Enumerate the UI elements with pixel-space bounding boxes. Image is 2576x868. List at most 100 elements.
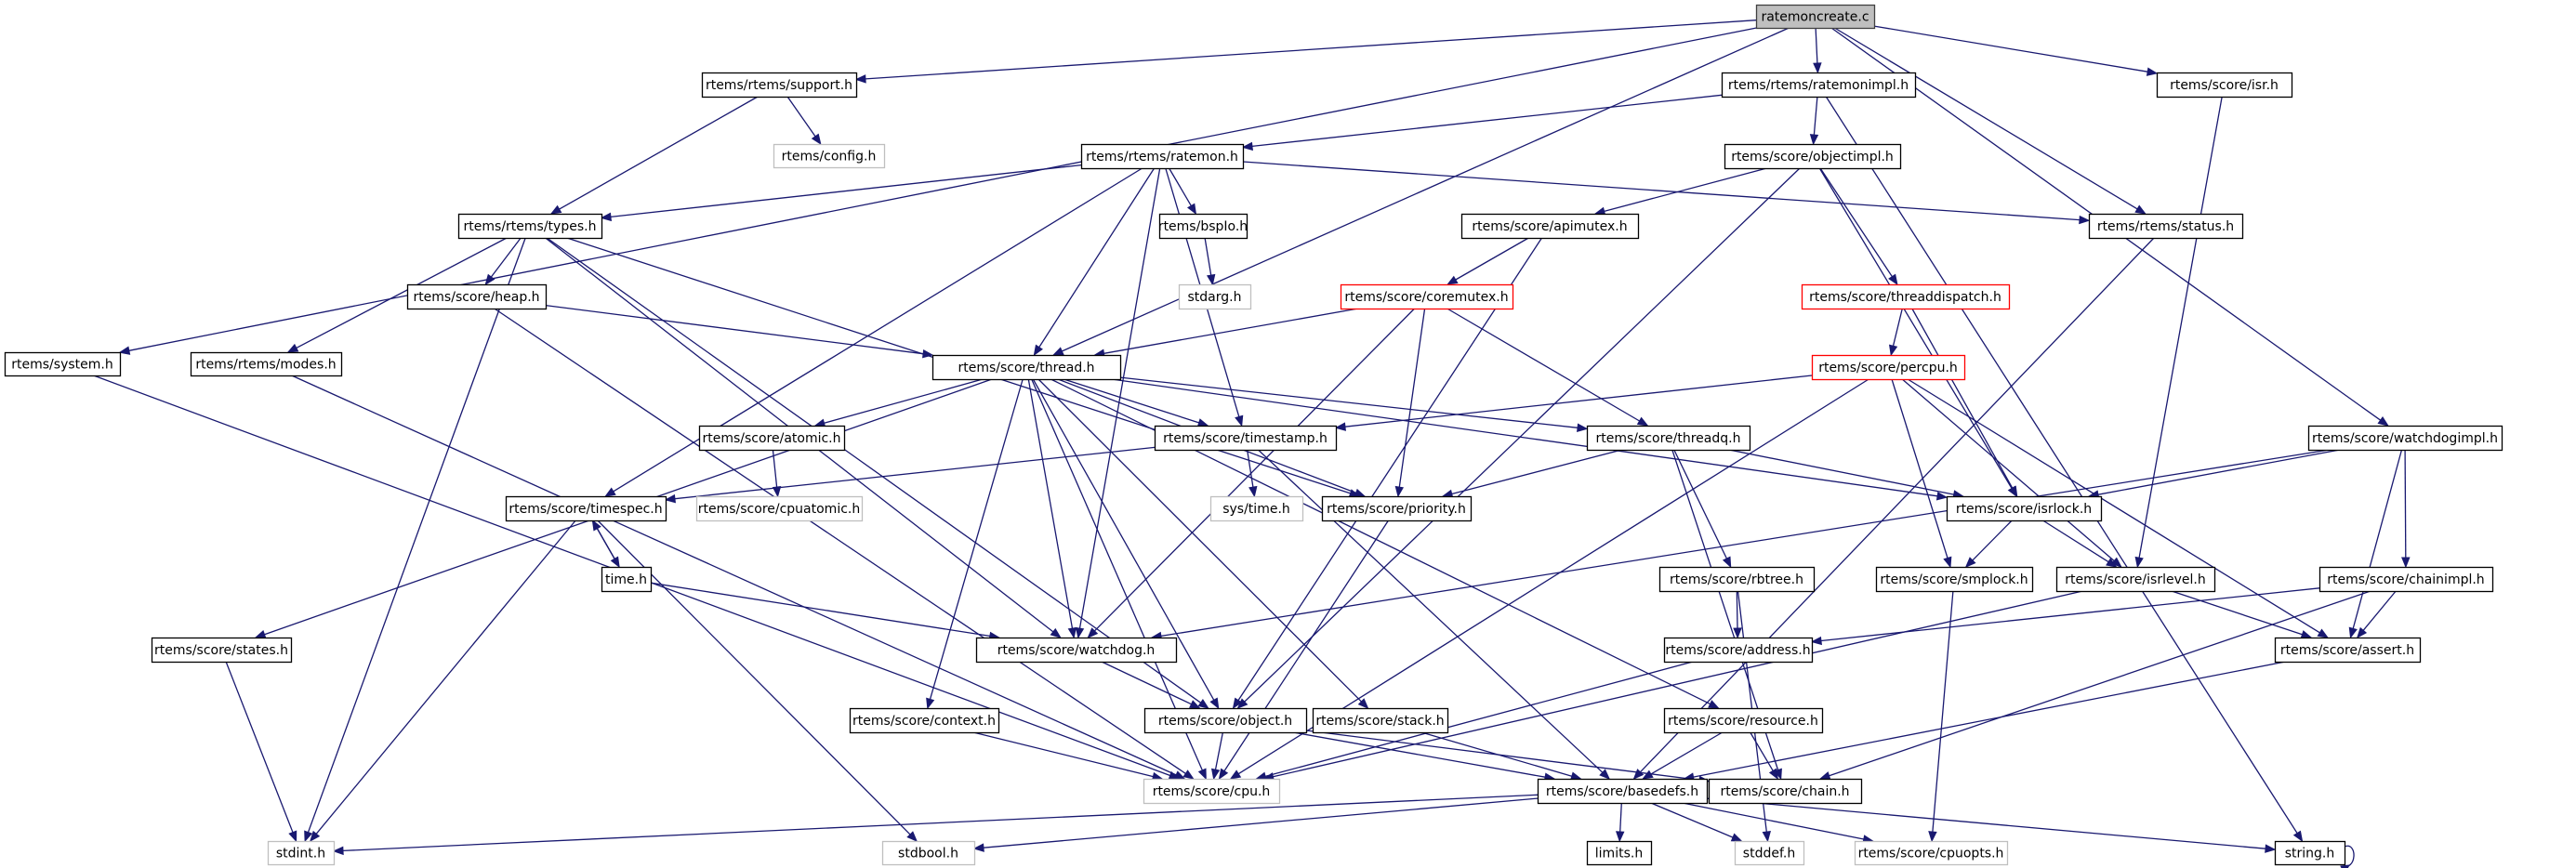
node-threaddispatch[interactable]: rtems/score/threaddispatch.h [1801, 283, 2011, 310]
arrowhead [600, 212, 612, 222]
node-basedefs[interactable]: rtems/score/basedefs.h [1537, 778, 1709, 805]
edge-line [1101, 661, 1192, 705]
edge-types-to-modes [286, 237, 508, 353]
node-types[interactable]: rtems/rtems/types.h [457, 213, 603, 240]
node-assert[interactable]: rtems/score/assert.h [2274, 637, 2422, 664]
node-status[interactable]: rtems/rtems/status.h [2088, 213, 2244, 240]
node-thread[interactable]: rtems/score/thread.h [931, 354, 1122, 381]
node-coremutex[interactable]: rtems/score/coremutex.h [1340, 283, 1514, 310]
node-isrlevel[interactable]: rtems/score/isrlevel.h [2055, 566, 2216, 593]
edge-line [1103, 308, 1359, 354]
node-ratemonimpl[interactable]: rtems/rtems/ratemonimpl.h [1721, 72, 1917, 99]
arrowhead [2134, 556, 2144, 569]
arrowhead [309, 830, 321, 843]
edge-line [128, 27, 1757, 351]
node-label: rtems/score/coremutex.h [1344, 290, 1508, 305]
edge-rbtree-to-address [1733, 590, 1742, 639]
node-stack[interactable]: rtems/score/stack.h [1312, 707, 1449, 734]
node-watchdog[interactable]: rtems/score/watchdog.h [975, 637, 1178, 664]
node-support[interactable]: rtems/rtems/support.h [701, 72, 858, 99]
node-smplock[interactable]: rtems/score/smplock.h [1875, 566, 2034, 593]
node-label: rtems/score/isr.h [2170, 78, 2279, 93]
edge-threadq-to-priority [1441, 449, 1622, 498]
edge-heap-to-cpu [494, 308, 1195, 780]
node-cpuopts[interactable]: rtems/score/cpuopts.h [1854, 840, 2009, 866]
node-stddef[interactable]: stddef.h [1734, 840, 1805, 866]
node-chain[interactable]: rtems/score/chain.h [1708, 778, 1863, 805]
edge-atomic-to-cpuatomic [772, 449, 782, 498]
edge-line [1619, 802, 1622, 833]
node-systime[interactable]: sys/time.h [1209, 495, 1304, 522]
node-label: rtems/score/isrlock.h [1956, 502, 2092, 517]
node-label: stdarg.h [1188, 290, 1242, 305]
edge-threaddispatch-to-percpu [1888, 308, 1903, 357]
node-time[interactable]: time.h [601, 566, 653, 593]
arrowhead [1235, 414, 1244, 427]
node-modes[interactable]: rtems/rtems/modes.h [190, 351, 343, 377]
node-atomic[interactable]: rtems/score/atomic.h [698, 425, 846, 452]
edge-threadq-to-isrlock [1728, 449, 1964, 499]
node-label: rtems/rtems/types.h [464, 219, 597, 234]
node-label: rtems/score/rbtree.h [1670, 572, 1803, 587]
node-bspio[interactable]: rtems/bspIo.h [1158, 213, 1248, 240]
edge-line [1815, 27, 1818, 64]
node-resource[interactable]: rtems/score/resource.h [1663, 707, 1824, 734]
edge-line [1819, 167, 1893, 278]
node-chainimpl[interactable]: rtems/score/chainimpl.h [2318, 566, 2494, 593]
edge-percpu-to-smplock [1891, 378, 1952, 569]
edge-resource-to-basedefs [1642, 731, 1724, 780]
edge-thread-to-cpu [1031, 378, 1207, 781]
node-system[interactable]: rtems/system.h [4, 351, 122, 377]
node-ratemoncreate[interactable]: ratemoncreate.c [1755, 4, 1876, 30]
node-cpuatomic[interactable]: rtems/score/cpuatomic.h [695, 495, 864, 522]
node-stdint[interactable]: stdint.h [267, 840, 336, 866]
node-ratemon[interactable]: rtems/rtems/ratemon.h [1080, 143, 1245, 170]
edge-watchdogimpl-to-chainimpl [2401, 449, 2411, 569]
arrowhead [1733, 627, 1742, 639]
node-heap[interactable]: rtems/score/heap.h [406, 283, 548, 310]
node-label: limits.h [1595, 847, 1643, 861]
node-box [190, 351, 343, 377]
edge-objectimpl-to-threaddispatch [1819, 167, 1898, 286]
arrowhead [2317, 628, 2330, 638]
arrowhead [1810, 636, 1822, 646]
node-percpu[interactable]: rtems/score/percpu.h [1811, 354, 1966, 381]
arrowhead [811, 133, 822, 146]
node-label: rtems/score/apimutex.h [1472, 219, 1627, 234]
edge-line [1264, 661, 1694, 778]
node-apimutex[interactable]: rtems/score/apimutex.h [1460, 213, 1640, 240]
node-isr[interactable]: rtems/score/isr.h [2156, 72, 2293, 99]
edge-basedefs-to-stdbool [972, 797, 1539, 852]
node-object[interactable]: rtems/score/object.h [1143, 707, 1308, 734]
node-box [975, 637, 1178, 664]
node-string[interactable]: string.h [2274, 840, 2346, 866]
node-timespec[interactable]: rtems/score/timespec.h [505, 495, 667, 522]
node-watchdogimpl[interactable]: rtems/score/watchdogimpl.h [2307, 425, 2503, 452]
edge-isrlock-to-smplock [1964, 519, 2013, 568]
node-timestamp[interactable]: rtems/score/timestamp.h [1154, 425, 1338, 452]
edge-line [1214, 731, 1224, 770]
node-cpu[interactable]: rtems/score/cpu.h [1143, 778, 1281, 805]
edge-line [1251, 94, 1723, 148]
edge-line [786, 96, 816, 138]
edge-ratemonimpl-to-string [1825, 96, 2304, 843]
edge-line [342, 794, 1539, 852]
node-priority[interactable]: rtems/score/priority.h [1321, 495, 1473, 522]
node-objectimpl[interactable]: rtems/score/objectimpl.h [1724, 143, 1902, 170]
node-stdarg[interactable]: stdarg.h [1178, 283, 1252, 310]
arrowhead [1248, 485, 1258, 498]
node-threadq[interactable]: rtems/score/threadq.h [1586, 425, 1751, 452]
edge-chainimpl-to-assert [2356, 590, 2397, 639]
node-stdbool[interactable]: stdbool.h [881, 840, 976, 866]
node-address[interactable]: rtems/score/address.h [1663, 637, 1814, 664]
node-states[interactable]: rtems/score/states.h [151, 637, 293, 664]
node-limits[interactable]: limits.h [1586, 840, 1653, 866]
node-isrlock[interactable]: rtems/score/isrlock.h [1946, 495, 2103, 522]
edge-line [1873, 25, 2148, 72]
node-rbtree[interactable]: rtems/score/rbtree.h [1658, 566, 1816, 593]
node-context[interactable]: rtems/score/context.h [849, 707, 1000, 734]
node-config[interactable]: rtems/config.h [773, 143, 886, 169]
edge-ratemoncreate-to-ratemonimpl [1813, 27, 1822, 74]
edge-coremutex-to-priority [1394, 308, 1426, 498]
arrowhead [286, 343, 299, 353]
